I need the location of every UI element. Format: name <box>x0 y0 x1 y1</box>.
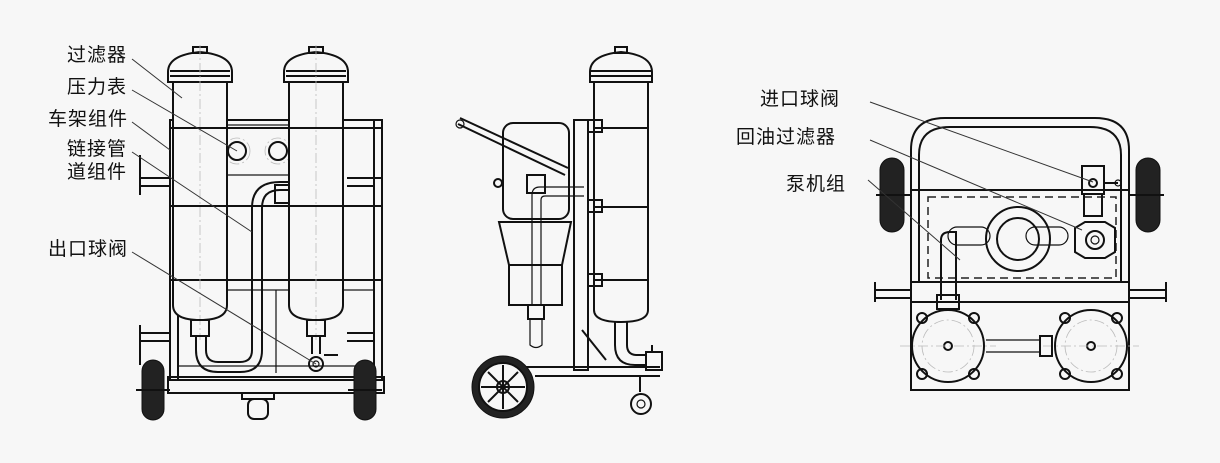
label-filter: 过滤器 <box>67 44 128 66</box>
pump-motor <box>936 206 1069 310</box>
label-frame-assembly: 车架组件 <box>48 108 129 130</box>
label-inlet-ball-valve: 进口球阀 <box>760 88 841 110</box>
return-filter <box>1074 221 1116 259</box>
filter-left <box>167 45 233 340</box>
label-connecting-pipe-line1: 链接管 <box>67 138 128 160</box>
side-motor <box>493 122 584 349</box>
top-wheel-left <box>876 157 911 233</box>
caster-front <box>241 392 275 420</box>
label-connecting-pipe-line2: 道组件 <box>67 161 128 183</box>
label-pressure-gauge: 压力表 <box>67 76 128 98</box>
leader-lines-front <box>131 58 317 365</box>
side-view <box>455 46 663 419</box>
pump-head-right <box>1043 309 1139 383</box>
filter-right <box>283 45 349 340</box>
leader-lines-top <box>867 101 1094 261</box>
label-return-filter: 回油过滤器 <box>736 126 837 148</box>
side-wheel-large <box>471 355 535 419</box>
side-filter <box>587 46 653 324</box>
outlet-ball-valve <box>308 336 338 372</box>
label-outlet-ball-valve: 出口球阀 <box>48 238 129 260</box>
front-view <box>131 45 385 421</box>
pump-head-left <box>900 309 996 383</box>
wheel-left <box>136 359 170 421</box>
top-wheel-right <box>1129 157 1164 233</box>
inlet-ball-valve <box>1081 165 1122 217</box>
top-view <box>867 101 1167 391</box>
wheel-right <box>348 359 382 421</box>
label-pump-unit: 泵机组 <box>786 173 847 195</box>
side-caster <box>630 376 652 415</box>
pressure-gauge-icon <box>223 137 292 165</box>
connecting-pipe <box>195 181 290 373</box>
